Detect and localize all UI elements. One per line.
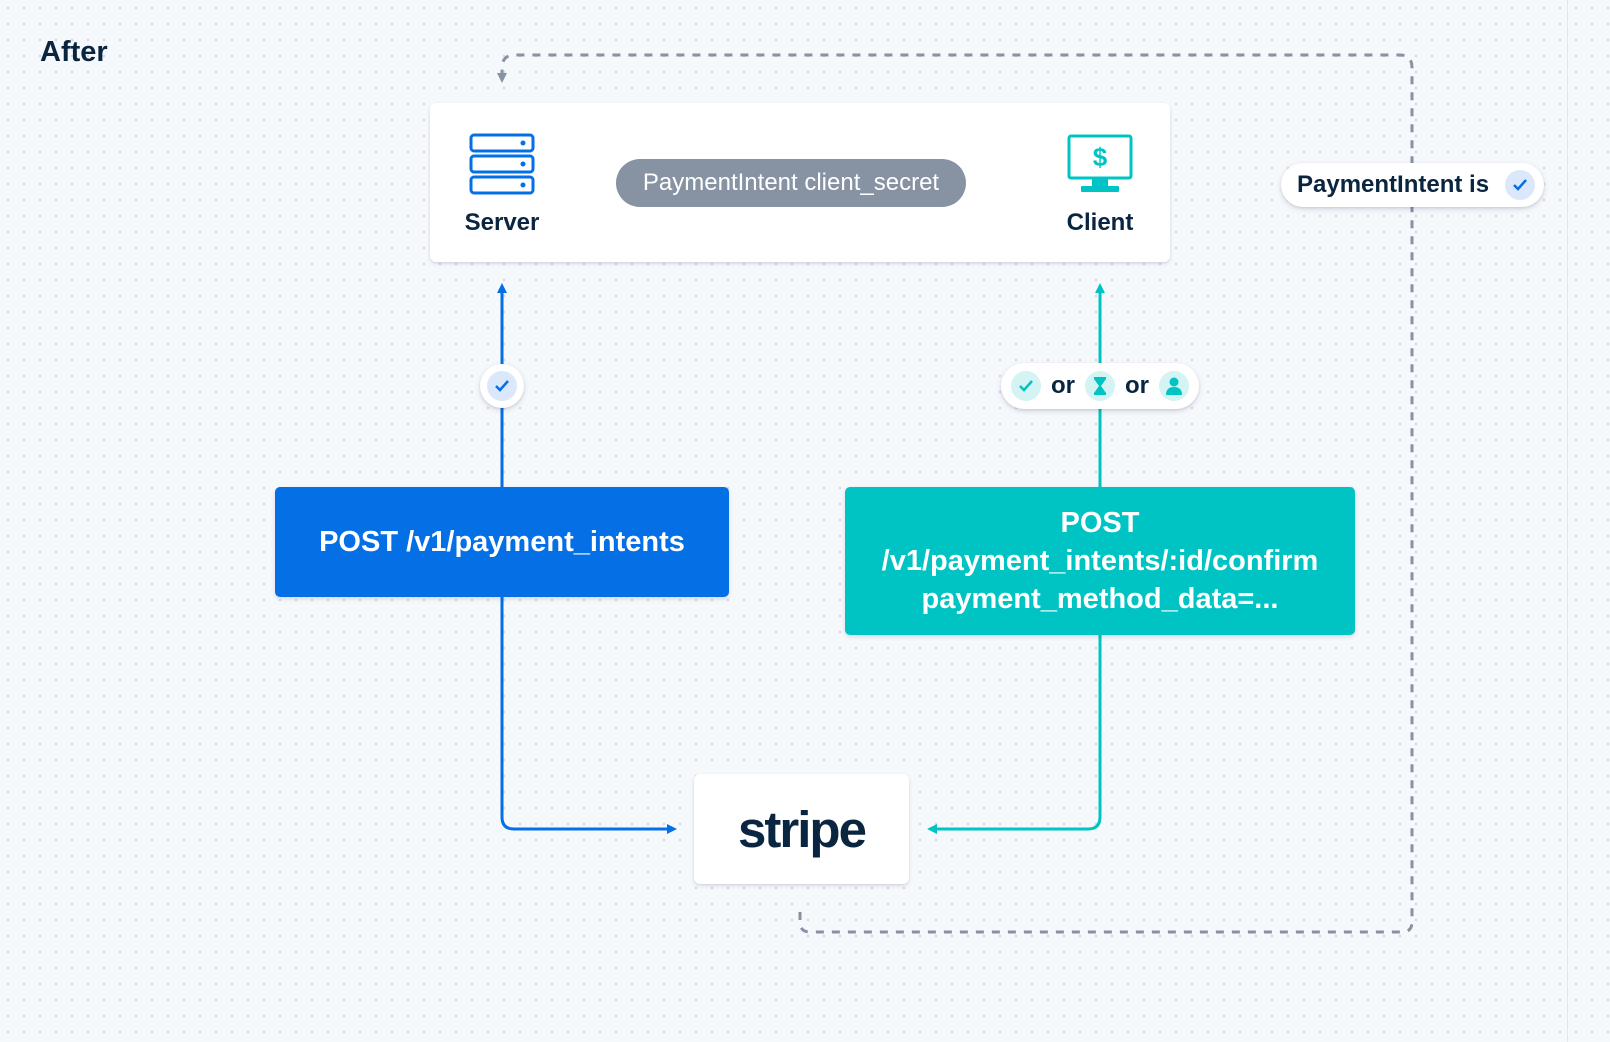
teal-down-arrow: [927, 635, 1102, 834]
client-secret-pill: PaymentIntent client_secret: [616, 159, 966, 207]
status-badge-text: PaymentIntent is: [1297, 171, 1490, 198]
check-icon: [1505, 170, 1536, 200]
right-edge-divider: [1567, 0, 1610, 1042]
status-badge: PaymentIntent is: [1281, 163, 1544, 207]
person-icon: [1159, 371, 1189, 401]
check-icon: [1011, 371, 1041, 401]
blue-down-arrow: [500, 597, 677, 834]
monitor-dollar-icon: $: [1067, 134, 1133, 192]
confirm-payment-intent-request: POST /v1/payment_intents/:id/confirm pay…: [845, 487, 1355, 635]
create-payment-intent-request: POST /v1/payment_intents: [275, 487, 729, 597]
server-icon: [469, 133, 535, 195]
client-response-badge: or or: [1001, 363, 1199, 409]
client-label: Client: [1066, 209, 1134, 236]
check-icon: [487, 371, 517, 401]
or-separator: or: [1125, 372, 1149, 399]
stripe-card: stripe: [694, 774, 909, 884]
confirm-request-line: /v1/payment_intents/:id/confirm: [881, 545, 1319, 577]
or-separator: or: [1051, 372, 1075, 399]
dashed-loop-line: [497, 53, 1414, 934]
server-label: Server: [464, 209, 540, 236]
confirm-request-line: POST: [1060, 507, 1140, 539]
server-response-badge: [480, 364, 524, 408]
stripe-logo: stripe: [738, 800, 867, 858]
confirm-request-line: payment_method_data=...: [921, 583, 1279, 615]
hourglass-icon: [1085, 371, 1115, 401]
diagram-title: After: [40, 36, 108, 68]
svg-text:$: $: [1093, 142, 1108, 172]
